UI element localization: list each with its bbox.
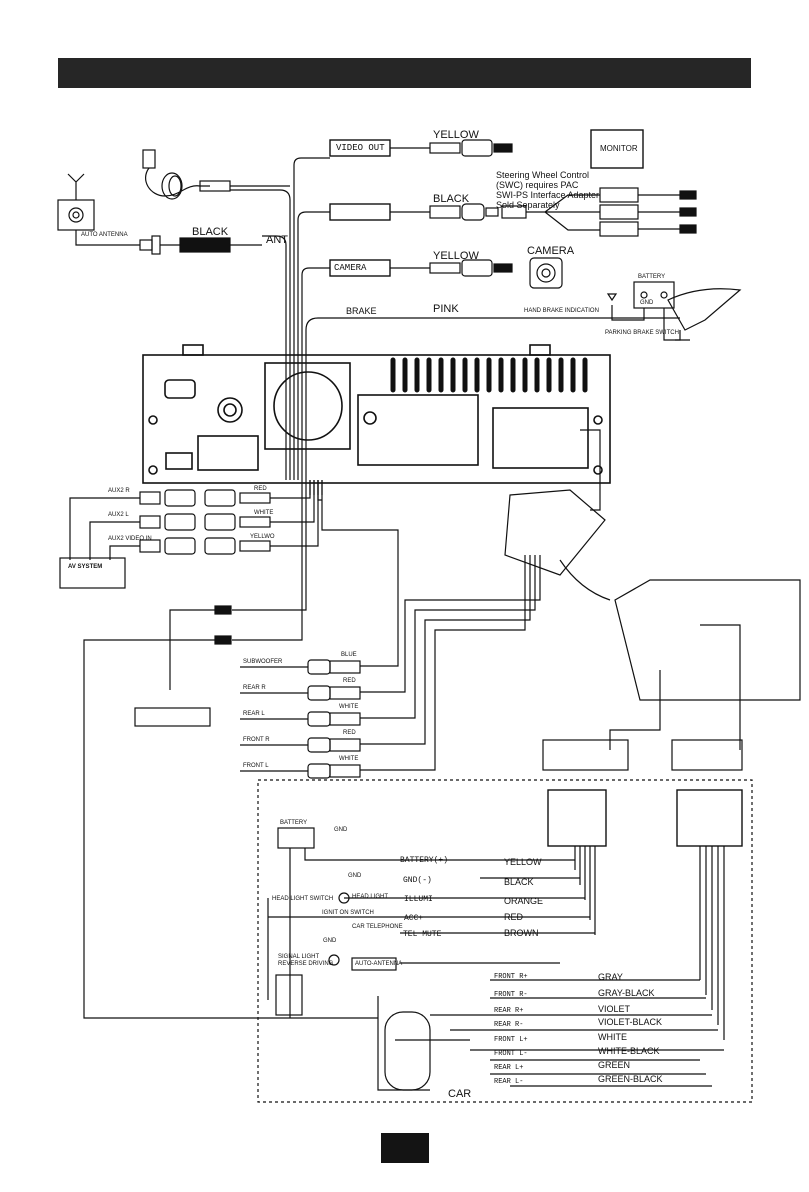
speaker-color-1: GRAY bbox=[598, 972, 623, 982]
head-light-label: HEAD LIGHT bbox=[352, 894, 389, 900]
page-number-tab bbox=[381, 1133, 429, 1163]
speaker-signal-6: FRONT L- bbox=[494, 1050, 528, 1058]
speaker-rca-outputs bbox=[240, 480, 541, 779]
power-signal-2: GND(-) bbox=[403, 876, 432, 885]
speaker-color-6: WHITE-BLACK bbox=[598, 1046, 660, 1056]
speaker-signal-3: REAR R+ bbox=[494, 1007, 524, 1015]
speaker-signal-1: FRONT R+ bbox=[494, 973, 528, 981]
monitor-label: MONITOR bbox=[600, 144, 638, 153]
rear-r-rca-label: REAR R bbox=[243, 685, 266, 691]
front-l-rca-label: FRONT L bbox=[243, 763, 269, 769]
video-out-label: VIDEO OUT bbox=[336, 143, 385, 153]
speaker-color-4: VIOLET-BLACK bbox=[598, 1017, 663, 1027]
black-ant-label: BLACK bbox=[192, 226, 229, 238]
red-front-label: RED bbox=[343, 730, 356, 736]
speaker-color-7: GREEN bbox=[598, 1060, 631, 1070]
car-label: CAR bbox=[448, 1088, 472, 1100]
power-signal-1: BATTERY(+) bbox=[400, 856, 449, 865]
speaker-color-3: VIOLET bbox=[598, 1004, 631, 1014]
battery-parking-brake bbox=[460, 281, 742, 341]
rear-l-rca-label: REAR L bbox=[243, 711, 265, 717]
camera-line bbox=[329, 257, 563, 289]
swc-note-line-4: Sold Separately bbox=[496, 200, 560, 210]
speaker-color-2: GRAY-BLACK bbox=[598, 988, 655, 998]
aux2-l-label: AUX2 L bbox=[108, 512, 129, 518]
front-r-rca-label: FRONT R bbox=[243, 737, 270, 743]
car-telephone-label: CAR TELEPHONE bbox=[352, 924, 403, 930]
power-color-5: BROWN bbox=[504, 928, 539, 938]
battery-top-label: BATTERY bbox=[638, 274, 666, 280]
camera-label: CAMERA bbox=[527, 245, 575, 257]
power-signal-4: ACC+ bbox=[404, 914, 424, 923]
blue-label: BLUE bbox=[341, 652, 357, 658]
white-aux-label: WHITE bbox=[254, 510, 274, 516]
speaker-signal-7: REAR L+ bbox=[494, 1064, 524, 1072]
aux2-r-label: AUX2 R bbox=[108, 488, 130, 494]
swc-note-line-2: (SWC) requires PAC bbox=[496, 180, 579, 190]
ignition-switch-label: IGNIT ON SWITCH bbox=[322, 910, 374, 916]
parking-brake-label: PARKING BRAKE SWITCH bbox=[605, 330, 679, 336]
speaker-signal-5: FRONT L+ bbox=[494, 1036, 528, 1044]
speaker-color-8: GREEN-BLACK bbox=[598, 1074, 663, 1084]
signal-light-label-1: SIGNAL LIGHT bbox=[278, 954, 320, 960]
battery-low-label: BATTERY bbox=[280, 820, 308, 826]
yellow-camera-label: YELLOW bbox=[433, 250, 479, 262]
aux2-video-label: AUX2 VIDEO IN bbox=[108, 536, 152, 542]
car-iso-socket bbox=[542, 579, 801, 771]
gnd-low-2-label: GND bbox=[348, 873, 362, 879]
power-color-4: RED bbox=[504, 912, 524, 922]
ant-label: ANT bbox=[266, 234, 288, 246]
white-rear-label: WHITE bbox=[339, 704, 359, 710]
radio-antenna bbox=[57, 173, 262, 255]
auto-antenna-top-label: AUTO ANTENNA bbox=[81, 232, 128, 238]
head-light-switch-label: HEAD LIGHT SWITCH bbox=[272, 896, 334, 902]
power-color-3: ORANGE bbox=[504, 896, 544, 906]
power-color-1: YELLOW bbox=[504, 857, 542, 867]
video-out-line bbox=[329, 129, 644, 169]
gps-antenna bbox=[142, 149, 290, 200]
speaker-color-5: WHITE bbox=[598, 1032, 627, 1042]
speaker-signal-4: REAR R- bbox=[494, 1021, 524, 1029]
white-front-label: WHITE bbox=[339, 756, 359, 762]
iso-connector bbox=[504, 429, 611, 601]
black-swc-label: BLACK bbox=[433, 193, 470, 205]
camera-box-label: CAMERA bbox=[334, 263, 367, 273]
swc-note-line-1: Steering Wheel Control bbox=[496, 170, 590, 180]
gnd-low-1-label: GND bbox=[334, 827, 348, 833]
header-bar bbox=[58, 58, 751, 88]
speaker-wire-rows bbox=[377, 979, 724, 1091]
swc-line bbox=[329, 187, 697, 237]
signal-light-label-2: REVERSE DRIVING bbox=[278, 961, 334, 967]
gnd-top-label: GND bbox=[640, 300, 654, 306]
speaker-signal-2: FRONT R- bbox=[494, 991, 528, 999]
gnd-low-3-label: GND bbox=[323, 938, 337, 944]
power-signal-3: ILLUMI bbox=[404, 895, 433, 904]
power-wire-rows bbox=[267, 827, 595, 1018]
head-unit-rear bbox=[142, 344, 611, 484]
yellow-video-out-label: YELLOW bbox=[433, 129, 479, 141]
amplifier bbox=[83, 480, 378, 1019]
red-aux-label: RED bbox=[254, 486, 267, 492]
swc-note-line-3: SWI-PS Interface Adapter bbox=[496, 190, 600, 200]
power-signal-5: TEL MUTE bbox=[403, 930, 442, 939]
power-color-2: BLACK bbox=[504, 877, 534, 887]
aux-inputs bbox=[59, 480, 319, 589]
av-system-label: AV SYSTEM bbox=[68, 564, 103, 570]
pink-label: PINK bbox=[433, 303, 459, 315]
hand-brake-label: HAND BRAKE INDICATION bbox=[524, 308, 599, 314]
car-harness bbox=[547, 789, 743, 1040]
subwoofer-label: SUBWOOFER bbox=[243, 659, 283, 665]
speaker-signal-8: REAR L- bbox=[494, 1078, 524, 1086]
red-rear-label: RED bbox=[343, 678, 356, 684]
yellwo-aux-label: YELLWO bbox=[250, 534, 275, 540]
auto-antenna-low-label: AUTO-ANTENNA bbox=[355, 961, 403, 967]
brake-label: BRAKE bbox=[346, 306, 377, 316]
